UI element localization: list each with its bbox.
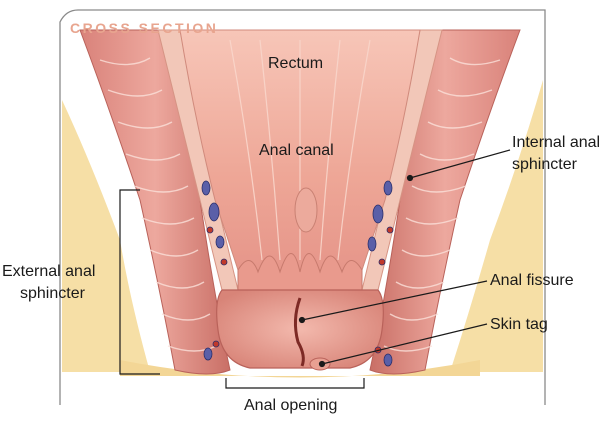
- label-anal-fissure: Anal fissure: [490, 271, 574, 291]
- diagram-title: CROSS SECTION: [70, 18, 218, 38]
- internal-hemorrhoid: [295, 188, 317, 232]
- label-rectum: Rectum: [268, 54, 323, 74]
- anal-opening-bracket: [226, 378, 364, 388]
- label-external-sphincter-line1: External anal: [2, 262, 95, 282]
- label-external-sphincter-line2: sphincter: [20, 284, 85, 304]
- label-skin-tag: Skin tag: [490, 315, 548, 335]
- label-internal-sphincter-line1: Internal anal: [512, 133, 600, 153]
- label-anal-canal: Anal canal: [259, 141, 334, 161]
- label-anal-opening: Anal opening: [244, 396, 337, 416]
- label-internal-sphincter-line2: sphincter: [512, 155, 577, 175]
